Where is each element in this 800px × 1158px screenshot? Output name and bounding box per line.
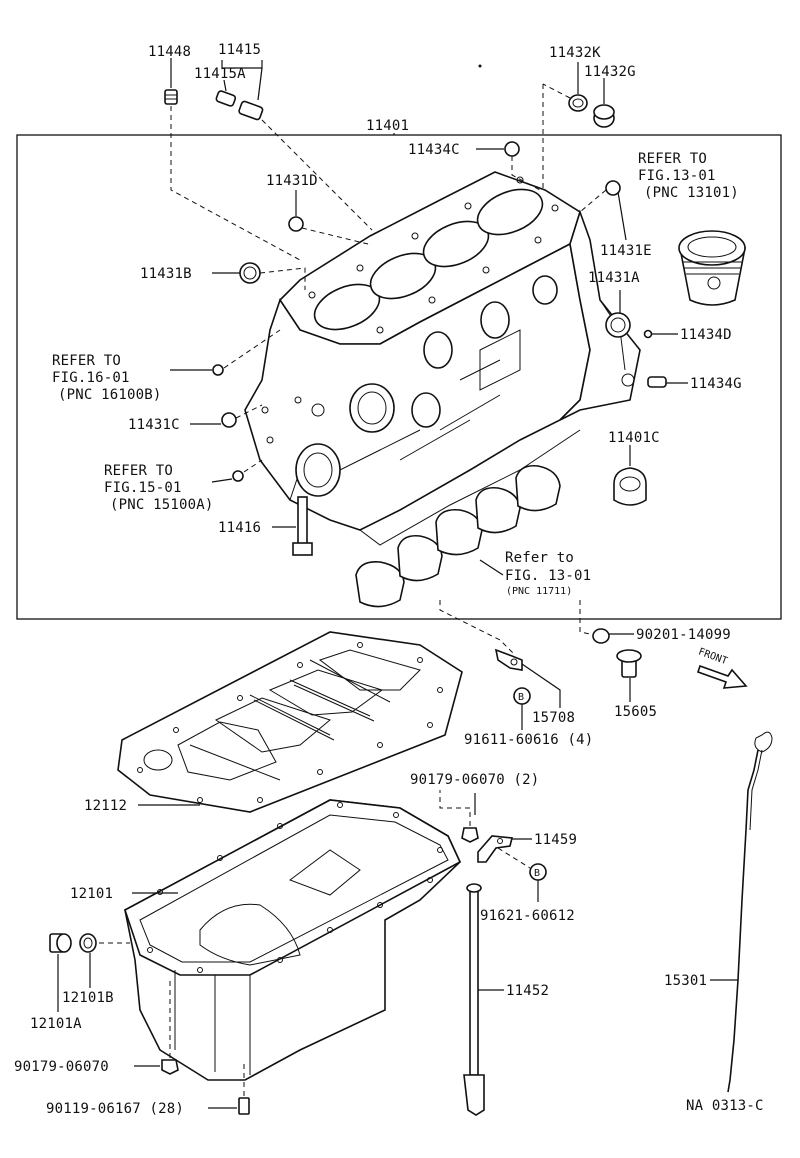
part-12101A[interactable] [49, 933, 72, 953]
part-11452-strainer[interactable] [463, 883, 485, 1116]
svg-text:B: B [518, 692, 524, 703]
part-90119-06167[interactable] [238, 1097, 250, 1115]
part-11431E[interactable] [605, 180, 621, 196]
svg-text:(PNC 15100A): (PNC 15100A) [110, 497, 214, 513]
part-11415[interactable] [215, 90, 264, 121]
svg-text:FIG.16-01: FIG.16-01 [52, 370, 130, 386]
label-12101: 12101 [70, 886, 113, 902]
part-11431A[interactable] [605, 312, 631, 338]
label-11401: 11401 [366, 118, 409, 134]
part-90179-06070-bottom[interactable] [161, 1059, 179, 1075]
part-15301-dipstick[interactable] [727, 731, 773, 1093]
label-11431D: 11431D [266, 173, 318, 189]
part-12101-oil-pan[interactable] [124, 799, 462, 1081]
part-11401C[interactable] [613, 467, 647, 506]
svg-text:(PNC 11711): (PNC 11711) [506, 586, 572, 597]
front-arrow-icon: FRONT [697, 646, 748, 689]
label-11452: 11452 [506, 983, 549, 999]
label-11432G: 11432G [584, 64, 636, 80]
part-11431D[interactable] [288, 216, 304, 232]
part-plug-16 [212, 364, 224, 376]
label-11431A: 11431A [588, 270, 640, 286]
label-15605: 15605 [614, 704, 657, 720]
piston-icon [678, 230, 746, 306]
part-11434C[interactable] [504, 141, 520, 157]
ref-fig-16-01[interactable]: REFER TO FIG.16-01 (PNC 16100B) [52, 353, 162, 403]
label-12101A: 12101A [30, 1016, 82, 1032]
label-11431B: 11431B [140, 266, 192, 282]
part-91621-bolt[interactable]: B [529, 863, 547, 881]
part-11448[interactable] [164, 89, 178, 105]
diagram-code: NA 0313-C [686, 1098, 764, 1114]
label-90179-06070-bottom: 90179-06070 [14, 1059, 109, 1075]
part-91611-bolt[interactable]: B [513, 687, 531, 705]
ref-fig-15-01[interactable]: REFER TO FIG.15-01 (PNC 15100A) [104, 463, 214, 513]
label-90179-06070-2: 90179-06070 (2) [410, 772, 539, 788]
part-11432K[interactable] [568, 94, 588, 112]
svg-text:(PNC 16100B): (PNC 16100B) [58, 387, 162, 403]
part-11431B[interactable] [239, 262, 261, 284]
label-11448: 11448 [148, 44, 191, 60]
stray-dot [478, 64, 482, 68]
part-90179-06070-bracket[interactable] [461, 827, 479, 843]
label-11434C: 11434C [408, 142, 460, 158]
part-11416[interactable] [292, 496, 313, 556]
svg-text:(PNC 13101): (PNC 13101) [644, 185, 739, 201]
label-90119-06167: 90119-06167 (28) [46, 1101, 184, 1117]
label-11431E: 11431E [600, 243, 652, 259]
label-15708: 15708 [532, 710, 575, 726]
label-11416: 11416 [218, 520, 261, 536]
cylinder-block-icon[interactable] [244, 171, 641, 546]
label-11401C: 11401C [608, 430, 660, 446]
part-11432G[interactable] [593, 104, 615, 128]
svg-text:FIG.15-01: FIG.15-01 [104, 480, 182, 496]
block-frame [16, 134, 782, 620]
svg-text:FIG. 13-01: FIG. 13-01 [505, 568, 591, 584]
part-12112-gasket[interactable] [117, 631, 463, 813]
ref-fig-13-01-bearings[interactable]: Refer to FIG. 13-01 (PNC 11711) [505, 550, 591, 597]
part-11431C[interactable] [221, 412, 237, 428]
svg-text:REFER TO: REFER TO [638, 151, 707, 167]
ref-fig-13-01-piston[interactable]: REFER TO FIG.13-01 (PNC 13101) [638, 151, 739, 201]
svg-text:FIG.13-01: FIG.13-01 [638, 168, 716, 184]
part-plug-15 [232, 470, 244, 482]
label-11431C: 11431C [128, 417, 180, 433]
svg-text:FRONT: FRONT [697, 646, 729, 667]
part-11434D[interactable] [643, 329, 653, 339]
svg-text:REFER TO: REFER TO [52, 353, 121, 369]
label-11434G: 11434G [690, 376, 742, 392]
label-91611-60616: 91611-60616 (4) [464, 732, 593, 748]
label-90201-14099: 90201-14099 [636, 627, 731, 643]
svg-text:Refer to: Refer to [505, 550, 574, 566]
label-12112: 12112 [84, 798, 127, 814]
main-bearings-icon[interactable] [355, 268, 561, 608]
part-12101B[interactable] [79, 933, 97, 953]
label-12101B: 12101B [62, 990, 114, 1006]
part-11459[interactable] [477, 835, 514, 863]
part-15605[interactable] [616, 649, 642, 678]
label-91621-60612: 91621-60612 [480, 908, 575, 924]
label-11415: 11415 [218, 42, 261, 58]
part-90201-14099[interactable] [592, 628, 610, 644]
label-11415A: 11415A [194, 66, 246, 82]
label-15301: 15301 [664, 973, 707, 989]
svg-text:REFER TO: REFER TO [104, 463, 173, 479]
label-11459: 11459 [534, 832, 577, 848]
part-15708[interactable] [494, 648, 523, 671]
part-11434G[interactable] [647, 376, 667, 388]
svg-text:B: B [534, 868, 540, 879]
label-11432K: 11432K [549, 45, 601, 61]
label-11434D: 11434D [680, 327, 732, 343]
